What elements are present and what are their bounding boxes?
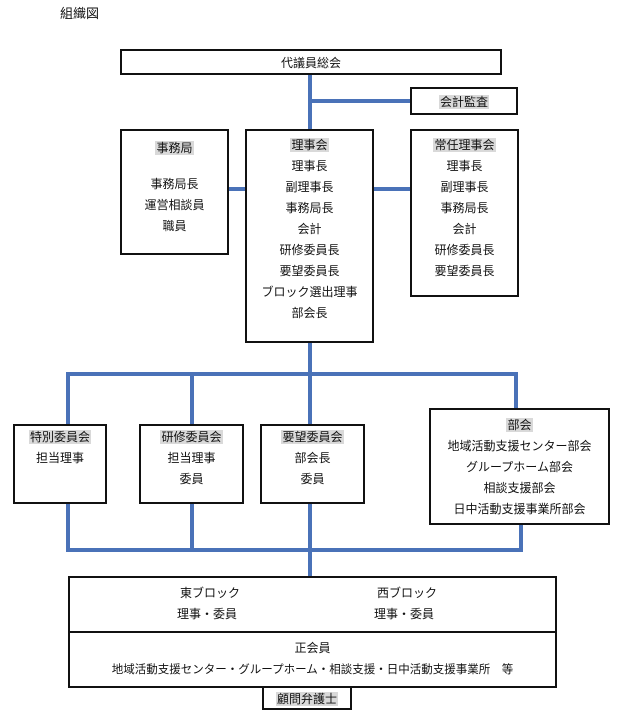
special-committee-member: 担当理事 (35, 451, 84, 465)
audit-label: 会計監査 (438, 95, 489, 109)
request-committee-member: 部会長 (294, 451, 331, 465)
legal-advisor-label: 顧問弁護士 (275, 692, 338, 706)
standing-board-member: 研修委員長 (434, 243, 495, 257)
west-block-title: 西ブロック (377, 586, 438, 600)
west-block-members: 理事・委員 (374, 607, 435, 621)
rise-special (66, 502, 70, 552)
standing-board-member: 副理事長 (440, 180, 489, 194)
drop-request (308, 372, 312, 425)
connector-top-bus (66, 372, 518, 376)
secretariat-member: 職員 (162, 219, 187, 233)
divisions-title: 部会 (506, 418, 533, 432)
board-member: 副理事長 (285, 180, 334, 194)
page-title: 組織図 (60, 7, 100, 22)
connector-board-down (308, 342, 312, 376)
connector-secretariat (227, 187, 246, 191)
standing-board-member: 事務局長 (440, 201, 489, 215)
rise-divisions (519, 524, 523, 552)
east-block-title: 東ブロック (180, 586, 241, 600)
board-box: 理事会 理事長 副理事長 事務局長 会計 研修委員長 要望委員長 ブロック選出理… (245, 129, 374, 343)
board-member: 要望委員長 (279, 264, 340, 278)
training-committee-box: 研修委員会 担当理事 委員 (139, 424, 244, 504)
regular-members-box: 正会員 地域活動支援センター・グループホーム・相談支援・日中活動支援事業所 等 (68, 631, 557, 688)
board-member: 会計 (297, 222, 322, 236)
east-block-members: 理事・委員 (177, 607, 238, 621)
standing-board-member: 要望委員長 (434, 264, 495, 278)
drop-special (66, 372, 70, 425)
division-item: 日中活動支援事業所部会 (453, 502, 586, 516)
divisions-box: 部会 地域活動支援センター部会 グループホーム部会 相談支援部会 日中活動支援事… (429, 408, 610, 525)
board-member: 研修委員長 (279, 243, 340, 257)
connector-to-audit (308, 99, 410, 103)
regular-members-title: 正会員 (294, 641, 331, 655)
drop-training (190, 372, 194, 425)
division-item: 相談支援部会 (483, 481, 556, 495)
board-member: ブロック選出理事 (261, 285, 358, 299)
request-committee-member: 委員 (300, 472, 325, 486)
general-assembly-box: 代議員総会 (120, 49, 502, 75)
rise-training (190, 502, 194, 552)
board-member: 事務局長 (285, 201, 334, 215)
secretariat-member: 事務局長 (150, 177, 199, 191)
division-item: グループホーム部会 (466, 460, 573, 474)
board-member: 理事長 (291, 159, 328, 173)
board-title: 理事会 (290, 138, 329, 152)
training-committee-member: 委員 (179, 472, 204, 486)
connector-bottom-bus (66, 548, 523, 552)
drop-divisions (514, 372, 518, 410)
special-committee-box: 特別委員会 担当理事 (13, 424, 107, 504)
division-item: 地域活動支援センター部会 (447, 439, 592, 453)
secretariat-box: 事務局 事務局長 運営相談員 職員 (120, 129, 229, 255)
request-committee-box: 要望委員会 部会長 委員 (260, 424, 365, 504)
general-assembly-label: 代議員総会 (280, 56, 341, 70)
secretariat-title: 事務局 (155, 141, 194, 155)
training-committee-member: 担当理事 (167, 451, 216, 465)
standing-board-title: 常任理事会 (433, 138, 496, 152)
rise-request (308, 502, 312, 578)
training-committee-title: 研修委員会 (160, 430, 223, 444)
audit-box: 会計監査 (410, 87, 518, 115)
request-committee-title: 要望委員会 (281, 430, 344, 444)
secretariat-member: 運営相談員 (144, 198, 205, 212)
regular-members-description: 地域活動支援センター・グループホーム・相談支援・日中活動支援事業所 等 (111, 662, 514, 676)
blocks-box: 東ブロック 理事・委員 西ブロック 理事・委員 (68, 576, 557, 633)
board-member: 部会長 (291, 306, 328, 320)
legal-advisor-box: 顧問弁護士 (262, 686, 352, 710)
standing-board-box: 常任理事会 理事長 副理事長 事務局長 会計 研修委員長 要望委員長 (410, 129, 519, 297)
connector-standing-board (372, 187, 411, 191)
standing-board-member: 会計 (452, 222, 477, 236)
standing-board-member: 理事長 (446, 159, 483, 173)
special-committee-title: 特別委員会 (28, 430, 91, 444)
